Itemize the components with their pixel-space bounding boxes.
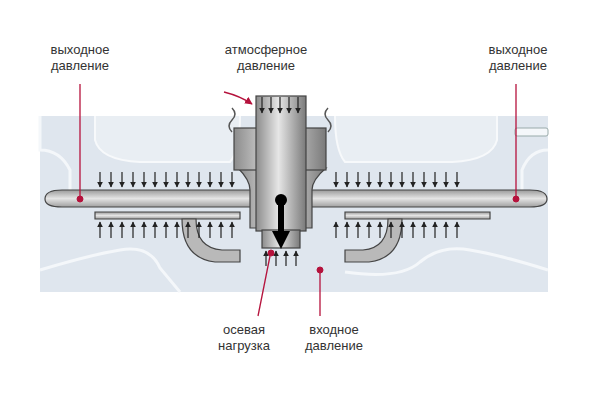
pressure-arrow (154, 172, 155, 187)
impeller-lower-shroud (95, 212, 240, 219)
pressure-label: атмосферное давление (218, 42, 314, 74)
leader-dot (317, 267, 323, 273)
pressure-arrow (412, 222, 413, 238)
pressure-label: осевая нагрузка (204, 322, 284, 354)
pressure-arrow (379, 172, 380, 187)
pressure-arrow (401, 172, 402, 187)
pressure-arrow (275, 251, 276, 266)
pressure-arrow (279, 97, 280, 113)
leader-arrow (224, 92, 252, 104)
leader-line (515, 84, 516, 197)
pressure-arrow (401, 222, 402, 238)
shaft (229, 96, 331, 248)
pressure-arrow (456, 172, 457, 187)
pressure-arrow (445, 172, 446, 187)
pressure-arrow (187, 222, 188, 238)
leader-line (79, 84, 80, 197)
pressure-arrow (121, 172, 122, 187)
pressure-arrow (295, 251, 296, 266)
pressure-arrow (412, 172, 413, 187)
pressure-arrow (285, 251, 286, 266)
leader-dot (77, 196, 83, 202)
pressure-arrow (288, 97, 289, 113)
pressure-arrow (335, 172, 336, 187)
pressure-arrow (368, 172, 369, 187)
pressure-arrow (99, 222, 100, 238)
leader-line (319, 273, 320, 316)
pressure-arrow (346, 222, 347, 238)
pressure-arrow (132, 222, 133, 238)
pressure-arrow (165, 172, 166, 187)
leader-dot (513, 196, 519, 202)
pressure-arrow (198, 172, 199, 187)
casing-wall (95, 116, 240, 162)
pressure-arrow (143, 222, 144, 238)
pressure-arrow (434, 222, 435, 238)
leader-line (258, 256, 270, 316)
pressure-arrow (198, 222, 199, 238)
pressure-label: входное давление (294, 322, 374, 354)
pressure-arrow (434, 172, 435, 187)
pressure-arrow (143, 172, 144, 187)
pressure-arrow (99, 172, 100, 187)
pressure-arrow (423, 222, 424, 238)
pressure-arrow (335, 222, 336, 238)
pressure-arrow (110, 172, 111, 187)
pressure-arrow (132, 172, 133, 187)
pressure-arrow (261, 97, 262, 113)
impeller-lower-shroud (345, 212, 490, 219)
casing-wall (335, 116, 497, 162)
casing-wall (40, 116, 70, 200)
pressure-arrow (231, 222, 232, 238)
pressure-arrow (231, 172, 232, 187)
pressure-arrow (368, 222, 369, 238)
pressure-arrow (209, 172, 210, 187)
pressure-arrow (220, 172, 221, 187)
pressure-arrow (176, 172, 177, 187)
pressure-arrow (209, 222, 210, 238)
pressure-arrow (379, 222, 380, 238)
pressure-arrow (297, 97, 298, 113)
pressure-arrows (100, 97, 457, 266)
pressure-arrow (357, 222, 358, 238)
leader-dot (268, 250, 274, 256)
pressure-arrow (121, 222, 122, 238)
pressure-arrow (187, 172, 188, 187)
pressure-label: выходное давление (476, 42, 560, 74)
pressure-arrow (110, 222, 111, 238)
axial-load-arrow-line (278, 200, 284, 240)
pressure-label: выходное давление (38, 42, 122, 74)
leader-lines (77, 84, 519, 316)
pressure-arrow (346, 172, 347, 187)
pressure-arrow (423, 172, 424, 187)
pressure-arrow (165, 222, 166, 238)
pressure-arrow (265, 251, 266, 266)
pressure-arrow (220, 222, 221, 238)
pressure-arrow (390, 222, 391, 238)
pressure-arrow (270, 97, 271, 113)
pressure-arrow (176, 222, 177, 238)
pressure-arrow (390, 172, 391, 187)
axial-load-arrow (275, 194, 287, 240)
pressure-arrow (445, 222, 446, 238)
impeller-eye (345, 219, 402, 262)
pressure-arrow (357, 172, 358, 187)
casing-bolt (515, 128, 548, 136)
pressure-arrow (456, 222, 457, 238)
impeller-eye (182, 219, 240, 262)
casing-wall (40, 249, 180, 292)
pressure-arrow (154, 222, 155, 238)
